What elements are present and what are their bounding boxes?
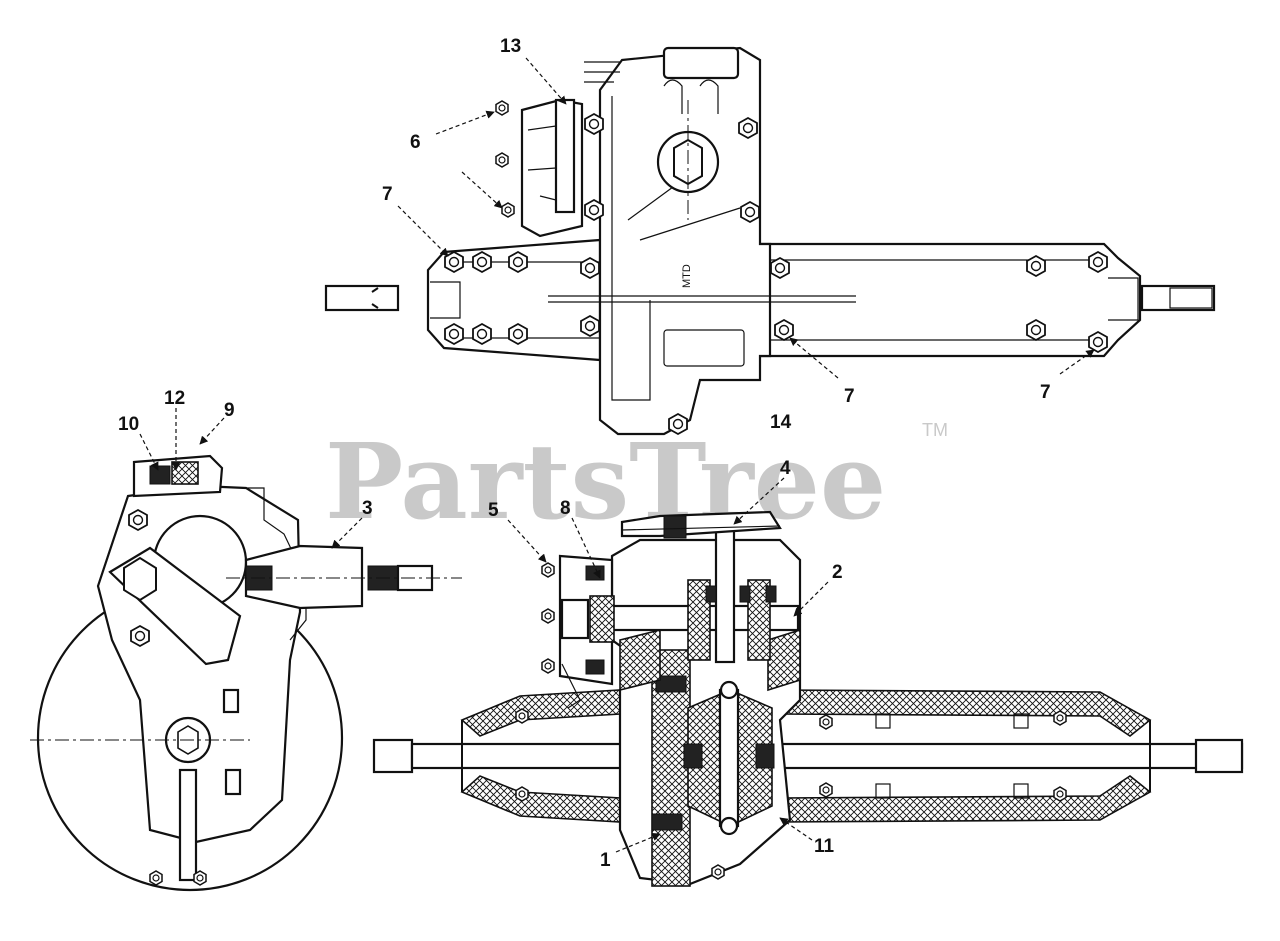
callout-11: 11 — [814, 836, 835, 857]
leader-lines — [139, 57, 1095, 853]
callout-12: 12 — [164, 388, 185, 409]
top-view-transaxle: MTD — [324, 46, 1216, 436]
right-axle-stub — [1140, 284, 1216, 312]
brake-disc — [554, 98, 576, 214]
side-brake-rod — [178, 768, 198, 882]
callout-10: 10 — [118, 414, 139, 435]
watermark-text: PartsTree — [325, 420, 886, 543]
callout-7-top-left: 7 — [382, 184, 393, 205]
side-output-shaft-housing — [244, 544, 364, 610]
watermark-trademark: TM — [922, 420, 948, 440]
section-right-axle-end — [1194, 738, 1244, 774]
callout-5: 5 — [488, 500, 499, 521]
callout-7-right: 7 — [1040, 382, 1051, 403]
callout-14: 14 — [770, 412, 792, 433]
housing-label-plate — [663, 329, 745, 367]
callout-4: 4 — [780, 458, 791, 479]
callout-8: 8 — [560, 498, 571, 519]
callout-9: 9 — [224, 400, 235, 421]
callout-6: 6 — [410, 132, 421, 153]
section-left-axle-end — [372, 738, 414, 774]
left-axle-housing — [426, 238, 602, 362]
right-axle-housing — [758, 242, 1142, 358]
watermark: PartsTree TM — [325, 420, 948, 543]
left-axle-stub — [324, 284, 400, 312]
section-axle-shaft — [410, 742, 1244, 770]
callouts: 13 6 7 7 7 14 12 10 9 3 4 5 8 2 1 11 — [118, 36, 1051, 871]
callout-3: 3 — [362, 498, 373, 519]
side-view-transaxle — [30, 454, 462, 892]
center-housing — [598, 46, 772, 436]
callout-13: 13 — [500, 36, 521, 57]
callout-7-center: 7 — [844, 386, 855, 407]
callout-1: 1 — [600, 850, 611, 871]
housing-stamp: MTD — [681, 264, 693, 288]
section-view-transaxle — [372, 510, 1244, 887]
callout-2: 2 — [832, 562, 843, 583]
